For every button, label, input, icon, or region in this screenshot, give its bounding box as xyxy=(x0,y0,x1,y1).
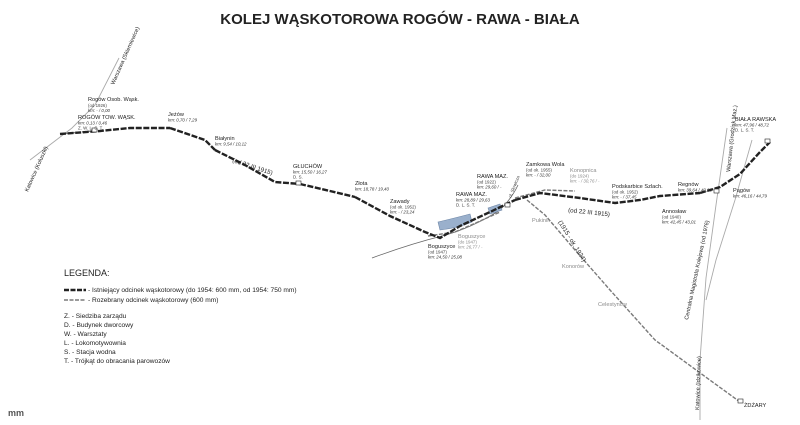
year-1924: (1915 - ok. 1924) xyxy=(556,219,587,263)
legend-removed-label: - Rozebrany odcinek wąskotorowy (600 mm) xyxy=(88,297,218,304)
station-zamkowa-name: Zamkowa Wola xyxy=(526,162,565,168)
corner-mark: mm xyxy=(8,408,24,418)
legend-abbr-t: T. - Trójkąt do obracania parowozów xyxy=(64,358,170,365)
station-zamkowa-note: (od ok. 1955) xyxy=(526,168,552,173)
existing-segment-rogow-jezow xyxy=(59,126,170,136)
station-zlota-km: km: 18,78 / 19,40 xyxy=(355,187,389,192)
station-boguszyce1-note: (od 1947) xyxy=(428,250,447,255)
year-1915-west: (od 22 III 1915) xyxy=(231,157,273,177)
station-boguszyce1-km: km: 24,50 / 25,08 xyxy=(428,255,462,260)
station-rogow-tow-km: km: 0,13 / 0,46 xyxy=(78,121,108,126)
station-rogow-tow-facilities: Z. W. L. S. T. xyxy=(78,126,103,131)
legend-abbr-d: D. - Budynek dworcowy xyxy=(64,322,134,329)
station-rawa2-note: (od 1922) xyxy=(477,180,496,185)
station-rawa2-km: km: 29,60 / - xyxy=(477,185,502,190)
station-rogow-osob-name: Rogów Osob. Wąsk. xyxy=(88,97,139,103)
legend: LEGENDA: - Istniejący odcinek wąskotorow… xyxy=(64,268,297,365)
legend-title: LEGENDA: xyxy=(64,268,110,278)
station-regnow-km: km: 39,64 / 40,23 xyxy=(678,188,712,193)
place-konsrow: Konorów xyxy=(562,264,585,270)
marker-rawa xyxy=(504,202,511,208)
station-rogow-osob-km: km: - / 0,00 xyxy=(88,108,111,113)
station-gluchow-km: km: 15,50 / 16,27 xyxy=(293,170,327,175)
station-rogow-osob-note: (od 1926) xyxy=(88,103,107,108)
year-1915-east: (od 22 III 1915) xyxy=(568,207,610,218)
station-markers xyxy=(91,127,771,404)
legend-existing-label: - Istniejący odcinek wąskotorowy (do 195… xyxy=(88,287,297,294)
station-annoslaw-km: km: 42,45 / 43,01 xyxy=(662,220,696,225)
existing-segment-gluchow-zlota xyxy=(299,182,356,199)
existing-segment-regnow-biala xyxy=(699,141,771,195)
station-annoslaw-name: Annosław xyxy=(662,209,687,215)
station-gluchow-name: GŁUCHÓW xyxy=(293,163,323,170)
removed-lines xyxy=(59,130,741,403)
station-regnow-name: Regnów xyxy=(678,182,699,188)
marker-zdzary xyxy=(737,398,744,404)
station-zlota-name: Złota xyxy=(355,181,368,187)
existing-segment-zlota-rawa xyxy=(354,195,516,240)
station-rawa-name: RAWA MAZ. xyxy=(456,192,487,198)
marker-rogow xyxy=(91,127,98,133)
station-pagow-name: Pągów xyxy=(733,188,751,194)
station-jezow-km: km: 0,70 / 7,29 xyxy=(168,118,198,123)
place-pukinin: Pukinin xyxy=(532,218,550,224)
existing-line xyxy=(59,126,771,240)
year-labels: (od 22 III 1915) (od 22 III 1915) (1915 … xyxy=(231,157,610,263)
marker-biala xyxy=(764,138,771,144)
station-konopnica-km: km: - / 30,76 / - xyxy=(570,179,600,184)
station-jezow-name: Jeżów xyxy=(168,112,185,118)
station-pagow-km: km: 46,16 / 44,79 xyxy=(733,194,767,199)
station-bialynin-km: km: 9,54 / 10,12 xyxy=(215,142,247,147)
standard-gauge-lines xyxy=(29,57,753,420)
station-biala-km: km: 47,96 / 48,72 xyxy=(735,123,769,128)
station-rawa-facilities: D. L. S. T. xyxy=(456,203,475,208)
station-konopnica-note: (do 1924) xyxy=(570,174,589,179)
station-zamkowa-km: km: - / 32,00 xyxy=(526,173,551,178)
station-bialynin-name: Białynin xyxy=(215,136,235,142)
station-annoslaw-note: (od 1940) xyxy=(662,215,681,220)
station-boguszyce2-note: (do 1947) xyxy=(458,240,477,245)
water-pond xyxy=(437,213,473,231)
removed-rawa-branch xyxy=(427,211,501,237)
station-podskarbice-km: km: - / 37,45 xyxy=(612,195,637,200)
existing-segment-bialynin-gluchow xyxy=(214,148,301,186)
station-zawady-name: Zawady xyxy=(390,199,410,205)
place-zdzary: ŻDŻARY xyxy=(744,402,767,409)
station-gluchow-facilities: D. S. xyxy=(293,175,303,180)
dir-katowice-idzikowice: Katowice (Idzikowice) xyxy=(695,356,703,410)
existing-segment-rawa-regnow xyxy=(514,191,701,205)
marker-gluchow xyxy=(295,180,302,186)
place-celestynow: Celestynów xyxy=(598,302,628,308)
legend-abbr-l: L. - Lokomotywownia xyxy=(64,340,126,347)
legend-abbr-z: Z. - Siedziba zarządu xyxy=(64,313,127,320)
legend-abbr-w: W. - Warsztaty xyxy=(64,331,107,338)
dir-warszawa-grodzisk: Warszawa (Grodzisk Maz.) xyxy=(726,105,739,172)
station-boguszyce1-name: Boguszyce xyxy=(428,244,455,250)
std-line-grodzisk-idzikowice xyxy=(699,127,728,420)
station-labels: Rogów Osob. Wąsk. (od 1926) km: - / 0,00… xyxy=(78,97,776,260)
marker-pagow xyxy=(713,188,720,194)
station-podskarbice-name: Podskarbice Szlach. xyxy=(612,184,663,190)
station-biala-facilities: D. L. S. T. xyxy=(735,128,754,133)
station-biala-name: BIAŁA RAWSKA xyxy=(735,117,776,123)
station-podskarbice-note: (od ok. 1952) xyxy=(612,190,638,195)
station-boguszyce2-km: km: 26,77 / - xyxy=(458,245,483,250)
dir-warszawa-skierniewice: Warszawa (Skierniewice) xyxy=(110,26,141,86)
station-zawady-note: (od ok. 1952) xyxy=(390,205,416,210)
std-line-skierniewice-koluszki xyxy=(29,57,120,161)
station-zawady-km: km: - / 23,24 xyxy=(390,210,415,215)
station-konopnica-name: Konopnica xyxy=(570,168,597,174)
removed-rawa-south xyxy=(526,199,741,403)
street-label: ul. Słowicza xyxy=(507,174,521,198)
station-rogow-tow-name: ROGÓW TOW. WĄSK. xyxy=(78,114,136,121)
legend-abbr-s: S. - Stacja wodna xyxy=(64,349,116,356)
existing-segment-jezow-bialynin xyxy=(169,126,216,151)
station-rawa2-name: RAWA MAZ. xyxy=(477,174,508,180)
dir-katowice-koluszki: Katowice (Koluszki) xyxy=(24,146,49,193)
station-rawa-km: km: 28,89 / 29,63 xyxy=(456,198,490,203)
removed-konopnica xyxy=(514,189,576,199)
map-title: KOLEJ WĄSKOTOROWA ROGÓW - RAWA - BIAŁA xyxy=(220,10,580,28)
station-boguszyce2-name: Boguszyce xyxy=(458,234,485,240)
